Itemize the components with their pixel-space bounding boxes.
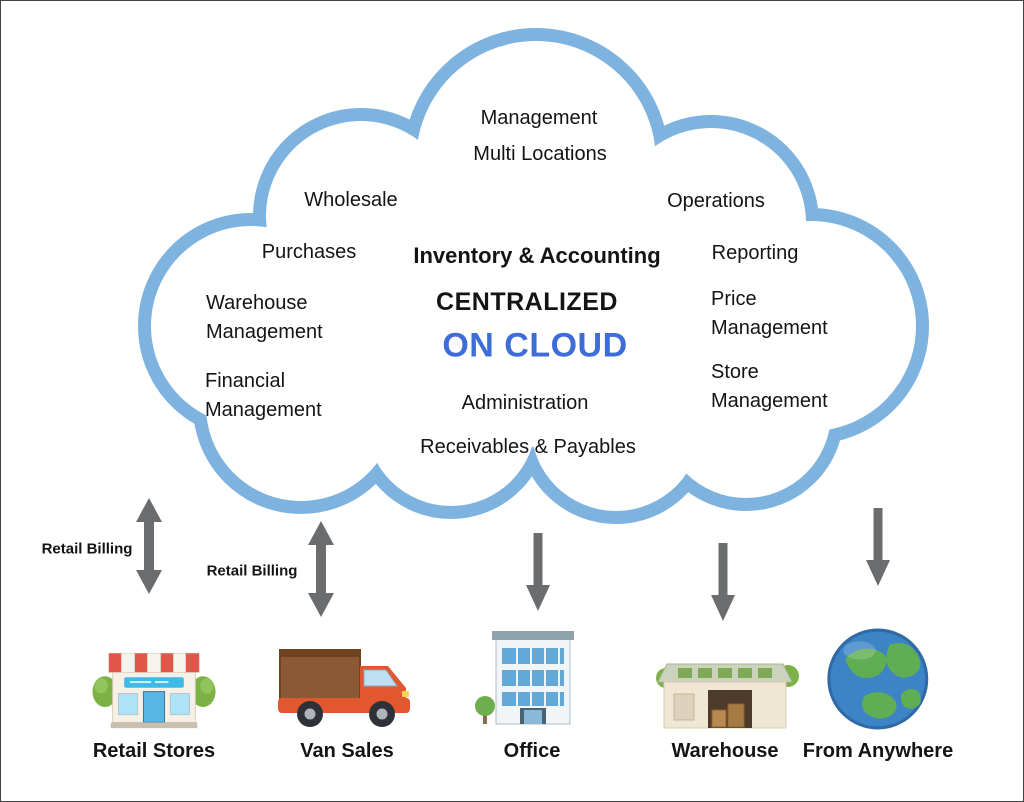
globe-icon bbox=[827, 628, 929, 730]
label-warehouse-management: Warehouse Management bbox=[206, 292, 323, 343]
double-arrow-retail-stores bbox=[136, 498, 162, 594]
endpoint-retail-stores: Retail Stores bbox=[89, 632, 219, 763]
van-icon bbox=[278, 649, 410, 727]
label-financial-management: Financial Management bbox=[205, 370, 322, 421]
label-reporting: Reporting bbox=[711, 242, 799, 264]
endpoint-office: Office bbox=[472, 622, 592, 763]
label-operations: Operations bbox=[667, 190, 765, 212]
endpoint-label: Office bbox=[503, 740, 561, 762]
label-centralized: CENTRALIZED bbox=[436, 288, 618, 316]
endpoint-label: From Anywhere bbox=[802, 740, 954, 762]
label-on-cloud: ON CLOUD bbox=[442, 326, 628, 365]
endpoint-from-anywhere: From Anywhere bbox=[803, 626, 953, 763]
down-arrow-warehouse bbox=[711, 543, 735, 621]
label-purchases: Purchases bbox=[261, 241, 357, 263]
down-arrow-office bbox=[526, 533, 550, 611]
label-inventory-accounting: Inventory & Accounting bbox=[413, 242, 661, 268]
endpoint-label: Retail Stores bbox=[92, 740, 216, 762]
label-receivables-payables: Receivables & Payables bbox=[420, 436, 636, 458]
warehouse-icon bbox=[656, 663, 799, 729]
endpoint-label: Warehouse bbox=[671, 740, 779, 762]
label-price-management: Price Management bbox=[711, 288, 828, 339]
retail-billing-label-1: Retail Billing bbox=[41, 540, 133, 558]
double-arrow-van-sales bbox=[308, 521, 334, 617]
retail-billing-label-2: Retail Billing bbox=[206, 562, 298, 580]
label-multi-locations: Multi Locations bbox=[473, 143, 607, 165]
label-wholesale: Wholesale bbox=[304, 189, 398, 211]
label-management: Management bbox=[480, 107, 598, 129]
endpoint-label: Van Sales bbox=[300, 740, 394, 762]
endpoint-warehouse: Warehouse bbox=[650, 644, 800, 763]
retail-store-icon bbox=[92, 652, 216, 729]
label-administration: Administration bbox=[461, 392, 589, 414]
office-building-icon bbox=[475, 631, 574, 725]
down-arrow-anywhere bbox=[866, 508, 890, 586]
endpoint-van-sales: Van Sales bbox=[274, 642, 420, 763]
label-store-management: Store Management bbox=[711, 361, 828, 412]
